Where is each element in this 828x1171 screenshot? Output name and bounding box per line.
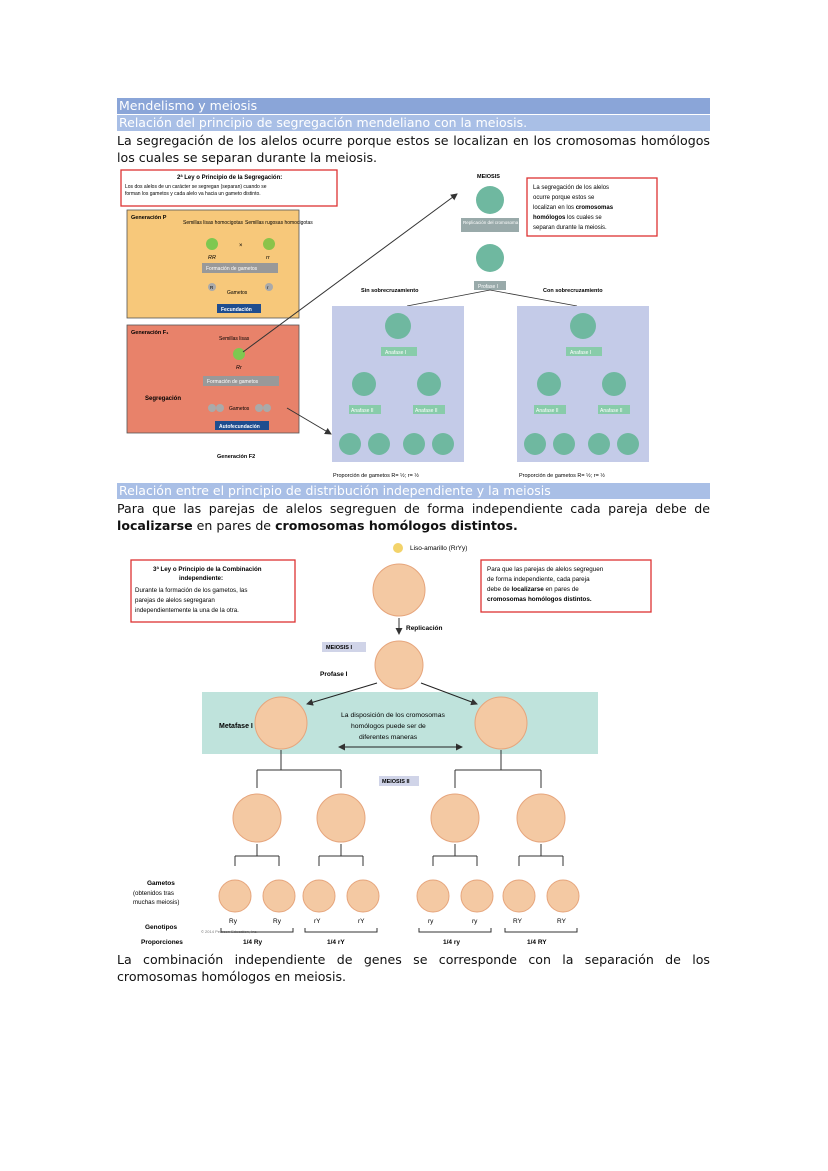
svg-text:Durante la formación de los ga: Durante la formación de los gametos, las: [135, 587, 247, 594]
cross-symbol: ×: [239, 243, 243, 249]
genotype-rr: rr: [266, 255, 271, 261]
self-fertilization-box: [215, 421, 269, 430]
section-header-mendelism: Mendelismo y meiosis: [117, 98, 710, 114]
f1-smooth-label: Semillas lisas: [219, 336, 250, 342]
svg-text:Anafase II: Anafase II: [351, 408, 374, 414]
svg-text:R: R: [210, 285, 214, 290]
svg-text:Para que las parejas de alelos: Para que las parejas de alelos segreguen: [487, 566, 604, 573]
independent-assortment-figure: 3ª Ley o Principio de la Combinación ind…: [130, 543, 652, 946]
svg-text:rY: rY: [314, 918, 321, 925]
paragraph-conclusion: La combinación independiente de genes se…: [117, 952, 710, 984]
svg-text:independiente:: independiente:: [179, 575, 223, 582]
wrinkled-seeds-label: Semillas rugosas homocigotas: [245, 220, 313, 226]
paragraph-segregation: La segregación de los alelos ocurre porq…: [117, 133, 710, 165]
crossover-label: Con sobrecruzamiento: [543, 288, 603, 294]
proportion-right: Proporción de gametos R= ½; r= ½: [519, 472, 605, 479]
svg-text:muchas meiosis): muchas meiosis): [133, 899, 179, 906]
svg-text:diferentes maneras: diferentes maneras: [359, 734, 418, 741]
replication-label: Replicación del cromosoma: [463, 220, 519, 225]
svg-text:ocurre porque estos se: ocurre porque estos se: [533, 195, 595, 201]
genotype-Rr: Rr: [236, 365, 243, 371]
gametes-label: Gametos: [227, 290, 248, 296]
section-header-segregation: Relación del principio de segregación me…: [117, 115, 710, 131]
segregation-meiosis-figure: 2ª Ley o Principio de la Segregación: Lo…: [120, 169, 658, 479]
svg-text:localizan en los cromosomas: localizan en los cromosomas: [533, 205, 614, 211]
replication-box: [461, 218, 519, 232]
svg-text:ry: ry: [472, 918, 478, 925]
gamete-formation-box: [202, 263, 278, 273]
metaphase-label: Metafase I: [219, 723, 253, 730]
svg-text:Anafase II: Anafase II: [536, 408, 559, 414]
section-header-independent: Relación entre el principio de distribuc…: [117, 483, 710, 499]
paragraph-independent: Para que las parejas de alelos segreguen…: [117, 501, 710, 533]
legend-label: Liso-amarillo (RrYy): [410, 545, 467, 552]
svg-text:homólogos puede ser de: homólogos puede ser de: [351, 723, 426, 730]
svg-text:1/4 ry: 1/4 ry: [443, 939, 460, 946]
svg-text:1/4 RY: 1/4 RY: [527, 939, 547, 946]
svg-text:RY: RY: [557, 918, 567, 925]
self-fertilization-label: Autofecundación: [219, 424, 260, 430]
svg-text:separan durante la meiosis.: separan durante la meiosis.: [533, 225, 607, 231]
svg-text:Gametos: Gametos: [229, 406, 250, 412]
svg-text:Anafase II: Anafase II: [415, 408, 438, 414]
generation-f1-label: Generación F₁: [131, 330, 169, 336]
no-crossover-label: Sin sobrecruzamiento: [361, 288, 419, 294]
gamete-formation-label: Formación de gametos: [206, 266, 258, 272]
svg-text:La disposición de los cromosom: La disposición de los cromosomas: [341, 712, 445, 719]
prophase-label-2: Profase I: [320, 671, 348, 678]
smooth-pea-icon: [206, 238, 218, 250]
svg-text:r: r: [267, 285, 269, 290]
svg-text:parejas de alelos segregaran: parejas de alelos segregaran: [135, 597, 215, 604]
replication-label-2: Replicación: [406, 625, 443, 632]
svg-text:MEIOSIS I: MEIOSIS I: [326, 645, 352, 651]
svg-text:de forma independiente, cada p: de forma independiente, cada pareja: [487, 576, 590, 583]
fertilization-box: [217, 304, 261, 313]
genotype-RR: RR: [208, 255, 216, 261]
meiosis1-badge: [322, 642, 366, 652]
fertilization-label: Fecundación: [221, 307, 252, 313]
svg-text:Ry: Ry: [229, 918, 238, 925]
svg-text:RY: RY: [513, 918, 523, 925]
svg-text:MEIOSIS II: MEIOSIS II: [382, 779, 410, 785]
svg-text:Gametos: Gametos: [147, 880, 175, 887]
svg-text:independientemente la una de l: independientemente la una de la otra.: [135, 607, 239, 614]
independent-callout: [480, 559, 652, 613]
svg-text:Anafase II: Anafase II: [600, 408, 623, 414]
law-title: 2ª Ley o Principio de la Segregación:: [177, 174, 282, 181]
parent-cell: [372, 563, 426, 617]
svg-text:Anafase I: Anafase I: [385, 350, 406, 356]
svg-text:ry: ry: [428, 918, 434, 925]
f1-pea-icon: [233, 348, 245, 360]
cell-icon: [476, 186, 504, 214]
svg-text:1/4 Ry: 1/4 Ry: [243, 939, 263, 946]
law-box: [120, 169, 338, 207]
svg-text:rY: rY: [358, 918, 365, 925]
wrinkled-pea-icon: [263, 238, 275, 250]
svg-text:Formación de gametos: Formación de gametos: [207, 379, 259, 385]
svg-text:(obtenidos tras: (obtenidos tras: [133, 890, 174, 897]
yellow-pea-icon: [393, 543, 403, 553]
svg-text:cromosomas homólogos distintos: cromosomas homólogos distintos.: [487, 596, 592, 603]
segregation-callout: [526, 177, 658, 237]
law-text-1: Los dos alelos de un carácter se segrega…: [125, 184, 267, 190]
generation-f2-label: Generación F2: [217, 454, 255, 460]
generation-p-label: Generación P: [131, 215, 167, 221]
svg-text:Genotipos: Genotipos: [145, 924, 178, 931]
svg-text:debe de localizarse en pares d: debe de localizarse en pares de: [487, 586, 579, 593]
law-text-2: forman los gametos y cada alelo va hacia…: [125, 191, 261, 197]
svg-text:Ry: Ry: [273, 918, 282, 925]
meiosis2-badge: [379, 776, 419, 786]
svg-text:3ª Ley o Principio de la Combi: 3ª Ley o Principio de la Combinación: [153, 566, 262, 573]
segregation-label: Segregación: [145, 396, 181, 402]
proportion-left: Proporción de gametos R= ½; r= ½: [333, 472, 419, 479]
svg-text:La segregación de los alelos: La segregación de los alelos: [533, 185, 609, 191]
svg-text:homólogos los cuales se: homólogos los cuales se: [533, 215, 602, 221]
svg-text:Anafase I: Anafase I: [570, 350, 591, 356]
prophase-label: Profase I: [478, 284, 498, 290]
svg-text:1/4 rY: 1/4 rY: [327, 939, 345, 946]
law-box-2: [130, 559, 296, 623]
meiosis-label: MEIOSIS: [477, 174, 500, 180]
smooth-seeds-label: Semillas lisas homocigotas: [183, 220, 244, 226]
svg-text:Proporciones: Proporciones: [141, 939, 183, 946]
